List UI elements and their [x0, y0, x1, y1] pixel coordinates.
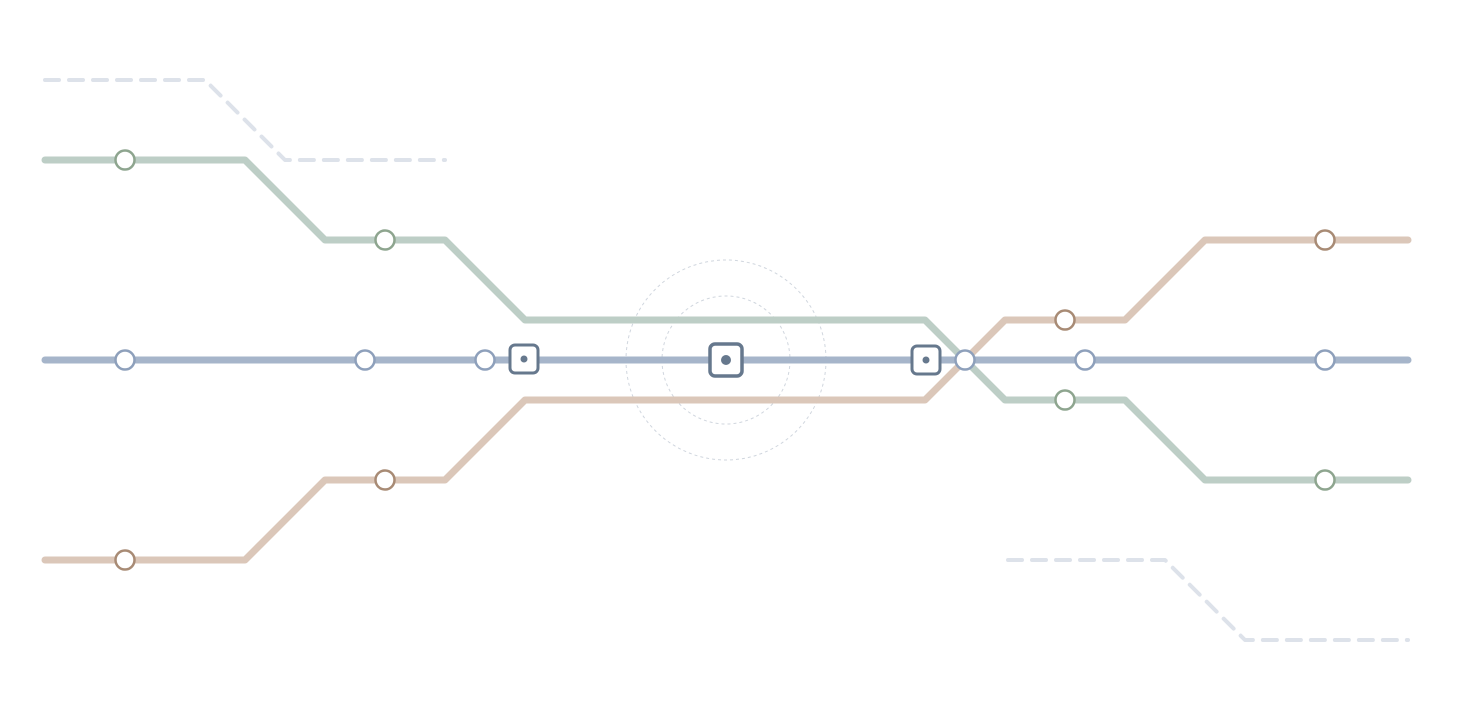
interchange-east[interactable] — [910, 344, 942, 376]
station-blue-4[interactable] — [954, 349, 976, 371]
station-blue-5[interactable] — [1074, 349, 1096, 371]
tan-line — [41, 236, 1412, 564]
station-tan-2[interactable] — [374, 469, 396, 491]
interchange-dot-icon — [721, 355, 731, 365]
interchange-dot-icon — [520, 355, 528, 363]
station-blue-1[interactable] — [114, 349, 136, 371]
interchange-west[interactable] — [508, 343, 540, 375]
green-line — [41, 156, 1412, 484]
interchange-dot-icon — [922, 356, 930, 364]
interchanges — [508, 342, 942, 378]
station-tan-4[interactable] — [1314, 229, 1336, 251]
dashed-line-bottom-right — [1006, 558, 1410, 642]
station-green-1[interactable] — [114, 149, 136, 171]
station-blue-3[interactable] — [474, 349, 496, 371]
station-blue-2[interactable] — [354, 349, 376, 371]
dashed-lines — [43, 78, 1410, 642]
station-green-4[interactable] — [1314, 469, 1336, 491]
station-tan-1[interactable] — [114, 549, 136, 571]
station-green-3[interactable] — [1054, 389, 1076, 411]
dashed-line-top-left — [43, 78, 447, 162]
station-blue-6[interactable] — [1314, 349, 1336, 371]
stations — [114, 149, 1336, 571]
station-tan-3[interactable] — [1054, 309, 1076, 331]
interchange-central[interactable] — [708, 342, 744, 378]
station-green-2[interactable] — [374, 229, 396, 251]
